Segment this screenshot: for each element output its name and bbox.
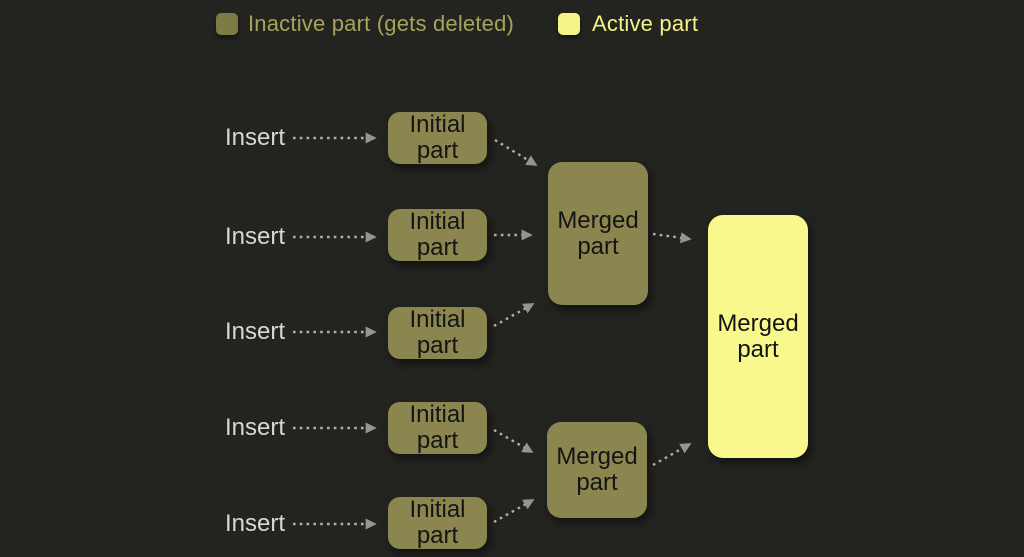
insert-label-2: Insert <box>224 223 285 250</box>
legend-inactive-label: Inactive part (gets deleted) <box>248 11 515 36</box>
merged-part-label: Merged part <box>557 206 639 260</box>
insert-label-5: Insert <box>224 510 285 537</box>
initial-part-label: Initial part <box>409 111 466 164</box>
initial-part-label: Initial part <box>409 208 466 261</box>
initial-part-box-1: Initial part <box>388 112 487 164</box>
initial-part-box-4: Initial part <box>388 402 487 454</box>
merged-part-label: Merged part <box>717 309 799 363</box>
arrow-merged-top-to-final-icon <box>652 232 692 244</box>
merged-part-label: Merged part <box>556 443 638 496</box>
initial-part-label: Initial part <box>409 401 466 454</box>
arrow-merged-bottom-to-final-icon <box>652 442 692 467</box>
initial-part-box-5: Initial part <box>388 497 487 549</box>
arrow-initial1-to-merged-top-icon <box>494 138 538 167</box>
legend-active-label: Active part <box>592 11 699 36</box>
insert-label-3: Insert <box>224 318 285 345</box>
initial-part-label: Initial part <box>409 496 466 549</box>
legend-inactive-swatch <box>216 13 238 35</box>
arrow-initial3-to-merged-top-icon <box>493 302 535 328</box>
merged-part-top-box: Merged part <box>548 162 648 305</box>
arrow-initial4-to-merged-bottom-icon <box>493 428 534 454</box>
legend-active-swatch <box>558 13 580 35</box>
merged-part-bottom-box: Merged part <box>547 422 647 518</box>
initial-part-label: Initial part <box>409 306 466 359</box>
initial-part-box-3: Initial part <box>388 307 487 359</box>
insert-label-4: Insert <box>224 414 285 441</box>
initial-part-box-2: Initial part <box>388 209 487 261</box>
merged-part-final-box: Merged part <box>708 215 808 458</box>
arrow-initial5-to-merged-bottom-icon <box>493 498 535 524</box>
insert-label-1: Insert <box>224 124 285 151</box>
